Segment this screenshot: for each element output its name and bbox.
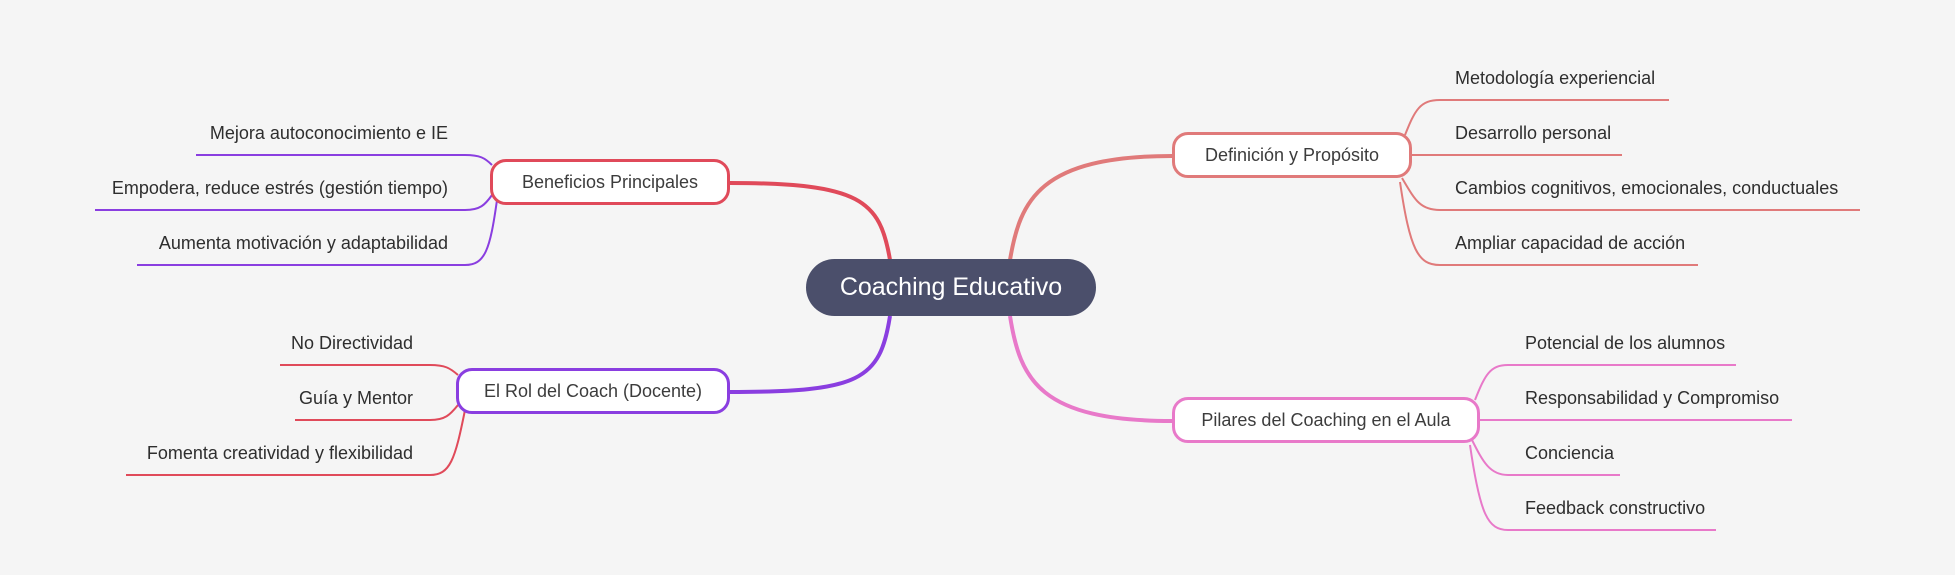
leaf-node[interactable]: Potencial de los alumnos xyxy=(1525,333,1726,353)
leaf-node[interactable]: Mejora autoconocimiento e IE xyxy=(209,123,448,143)
leaf-node[interactable]: Aumenta motivación y adaptabilidad xyxy=(158,233,448,253)
leaf-node[interactable]: Responsabilidad y Compromiso xyxy=(1525,388,1780,408)
leaf-node[interactable]: Guía y Mentor xyxy=(298,388,413,408)
leaf-node[interactable]: Ampliar capacidad de acción xyxy=(1455,233,1686,253)
leaf-node[interactable]: Empodera, reduce estrés (gestión tiempo) xyxy=(111,178,448,198)
branch-pilares[interactable]: Pilares del Coaching en el Aula xyxy=(1172,397,1480,443)
branch-definicion[interactable]: Definición y Propósito xyxy=(1172,132,1412,178)
leaf-node[interactable]: No Directividad xyxy=(290,333,413,353)
branch-label: Definición y Propósito xyxy=(1204,144,1380,165)
leaf-node[interactable]: Feedback constructivo xyxy=(1525,498,1706,518)
leaf-node[interactable]: Conciencia xyxy=(1525,443,1615,463)
root-node[interactable]: Coaching Educativo xyxy=(806,259,1096,316)
leaf-node[interactable]: Desarrollo personal xyxy=(1455,123,1612,143)
branch-beneficios[interactable]: Beneficios Principales xyxy=(490,159,730,205)
leaf-node[interactable]: Cambios cognitivos, emocionales, conduct… xyxy=(1455,178,1839,198)
root-label: Coaching Educativo xyxy=(839,273,1063,301)
leaf-node[interactable]: Fomenta creatividad y flexibilidad xyxy=(146,443,413,463)
branch-label: El Rol del Coach (Docente) xyxy=(483,380,703,401)
leaf-node[interactable]: Metodología experiencial xyxy=(1455,68,1656,88)
branch-label: Pilares del Coaching en el Aula xyxy=(1201,409,1451,430)
branch-rol-coach[interactable]: El Rol del Coach (Docente) xyxy=(456,368,730,414)
branch-label: Beneficios Principales xyxy=(521,171,699,192)
